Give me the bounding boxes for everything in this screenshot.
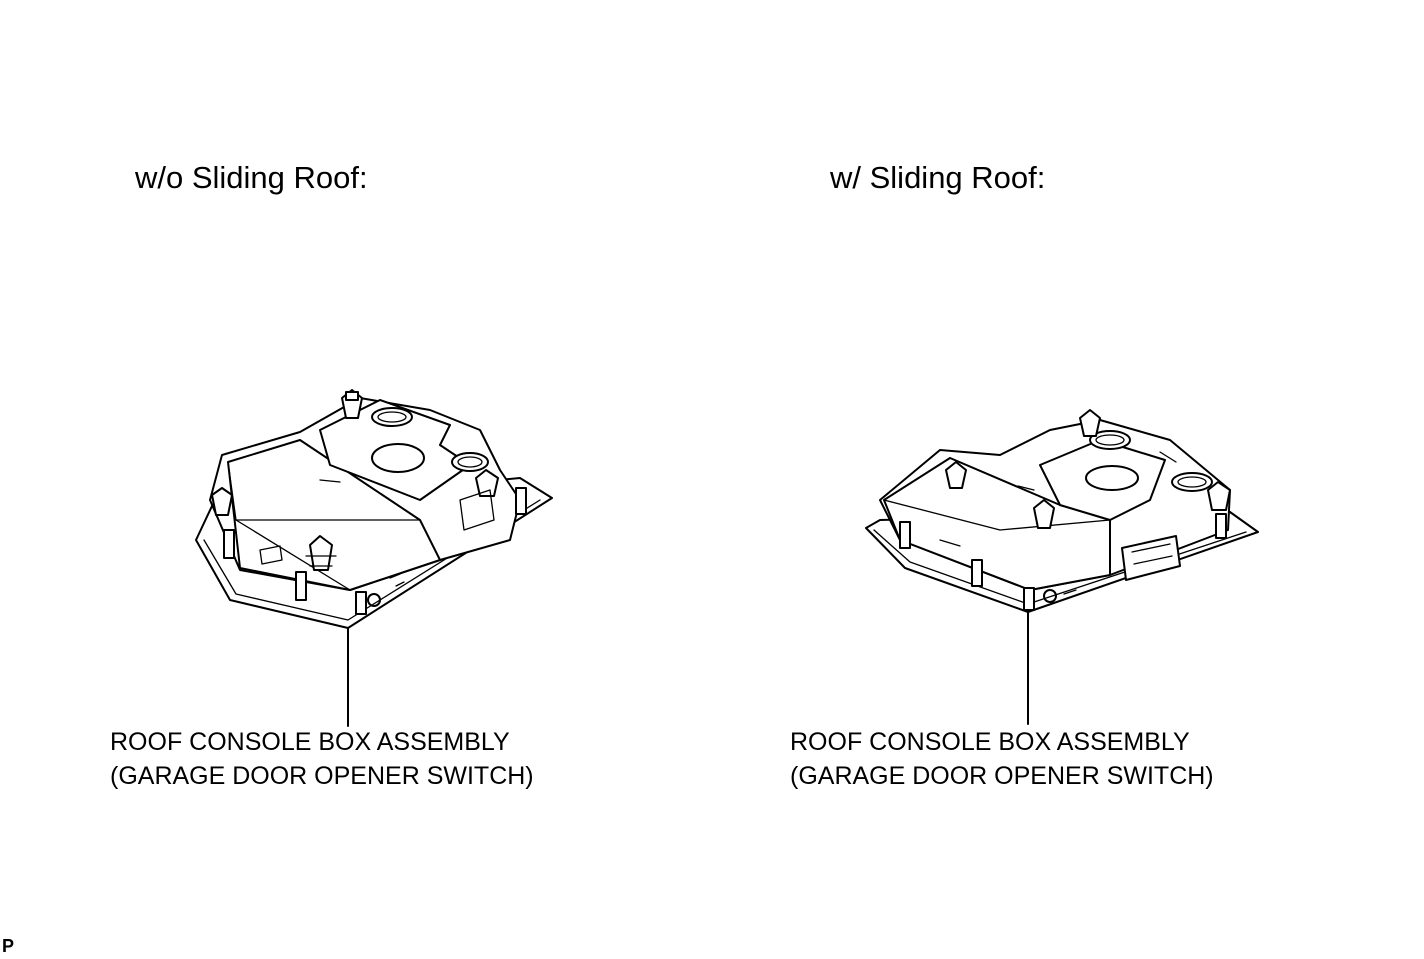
part-label-right-line2: (GARAGE DOOR OPENER SWITCH) <box>790 762 1214 790</box>
part-label-left-line2: (GARAGE DOOR OPENER SWITCH) <box>110 762 534 790</box>
part-label-right-line1: ROOF CONSOLE BOX ASSEMBLY <box>790 728 1190 756</box>
heading-with-sliding-roof: w/ Sliding Roof: <box>830 160 1046 195</box>
corner-mark: P <box>2 936 15 956</box>
heading-without-sliding-roof: w/o Sliding Roof: <box>135 160 368 195</box>
roof-console-box-right <box>865 409 1259 613</box>
part-label-right: ROOF CONSOLE BOX ASSEMBLY (GARAGE DOOR O… <box>790 725 1214 793</box>
roof-console-box-left <box>195 389 553 629</box>
part-label-left-line1: ROOF CONSOLE BOX ASSEMBLY <box>110 728 510 756</box>
part-label-left: ROOF CONSOLE BOX ASSEMBLY (GARAGE DOOR O… <box>110 725 534 793</box>
